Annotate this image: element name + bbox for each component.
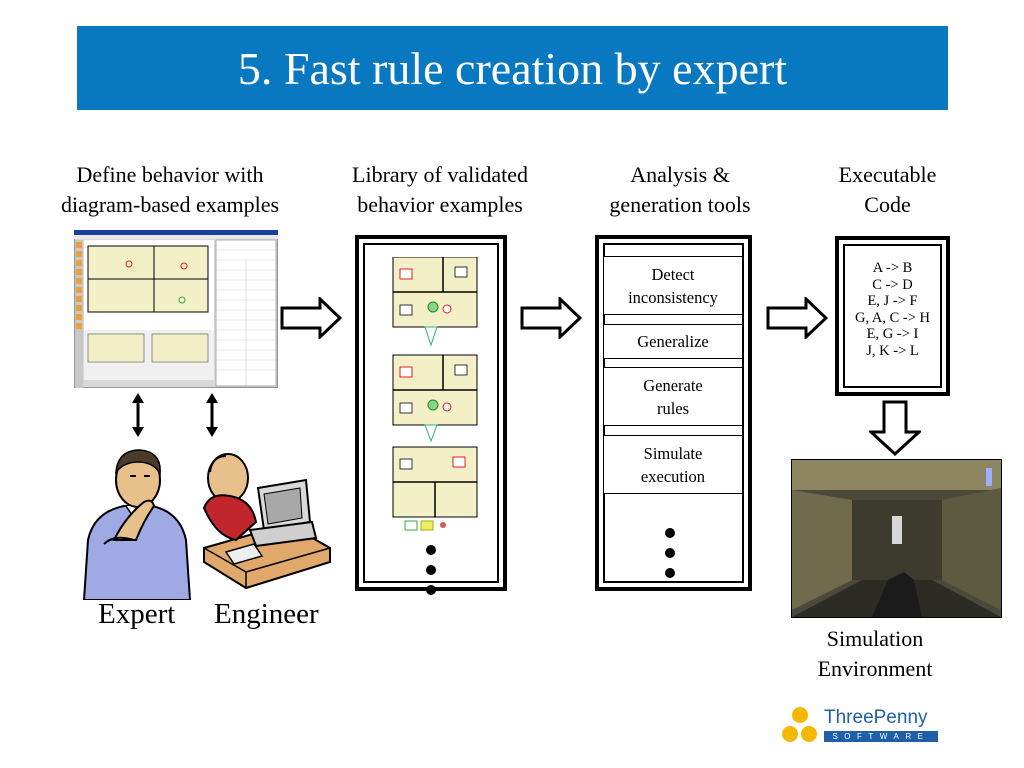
analysis-heading-line2: generation tools xyxy=(609,192,751,217)
engineer-label: Engineer xyxy=(214,598,319,630)
arrow-right-3 xyxy=(766,295,829,341)
define-heading-line2: diagram-based examples xyxy=(60,192,280,217)
logo-name: ThreePenny xyxy=(824,707,928,728)
library-box xyxy=(355,235,507,595)
tool-simulate-line2: execution xyxy=(640,466,706,486)
example-diagram-2 xyxy=(392,354,478,443)
page-title: 5. Fast rule creation by expert xyxy=(237,42,788,94)
library-heading-line1: Library of validated xyxy=(352,162,528,187)
define-heading-line1: Define behavior with xyxy=(76,162,264,187)
code-line: E, J -> F xyxy=(867,293,918,309)
tool-generate-line1: Generate xyxy=(643,375,703,395)
tool-generalize: Generalize xyxy=(603,324,743,359)
analysis-heading-line1: Analysis & xyxy=(630,162,730,187)
arrow-down xyxy=(867,400,923,457)
tool-detect-line1: Detect xyxy=(651,264,695,284)
library-more-dots xyxy=(425,545,437,605)
simulation-label: Simulation Environment xyxy=(790,624,960,684)
define-heading: Define behavior with diagram-based examp… xyxy=(30,160,310,220)
simulation-label-line2: Environment xyxy=(817,656,933,681)
engineer-figure xyxy=(196,448,334,598)
code-line: A -> B xyxy=(872,260,913,276)
example-diagram-3 xyxy=(392,446,478,531)
code-line: J, K -> L xyxy=(866,342,919,359)
logo-subtitle: SOFTWARE xyxy=(824,731,938,742)
expert-double-arrow xyxy=(128,393,148,437)
executable-heading: Executable Code xyxy=(800,160,975,220)
expert-figure xyxy=(74,440,198,601)
tool-generate-rules: Generate rules xyxy=(603,367,743,426)
expert-label: Expert xyxy=(98,598,176,630)
executable-heading-line2: Code xyxy=(864,192,911,217)
engineer-double-arrow xyxy=(202,393,222,437)
executable-heading-line1: Executable xyxy=(838,162,937,187)
tool-simulate-execution: Simulate execution xyxy=(603,435,743,494)
tool-simulate-line1: Simulate xyxy=(643,443,703,463)
analysis-more-dots xyxy=(664,528,676,588)
analysis-heading: Analysis & generation tools xyxy=(580,160,780,220)
arrow-right-1 xyxy=(280,295,343,341)
example-diagram-1 xyxy=(392,257,478,347)
simulation-label-line1: Simulation xyxy=(826,626,924,651)
logo-dots-icon xyxy=(780,705,820,745)
tool-detect-inconsistency: Detect inconsistency xyxy=(603,256,743,315)
code-line: G, A, C -> H xyxy=(854,309,931,326)
tool-generalize-label: Generalize xyxy=(637,332,709,351)
simulation-screenshot xyxy=(791,459,1002,618)
tool-detect-line2: inconsistency xyxy=(628,287,718,307)
editor-screenshot xyxy=(73,229,279,389)
library-heading: Library of validated behavior examples xyxy=(310,160,570,220)
code-line: C -> D xyxy=(872,276,913,293)
code-list: A -> B C -> D E, J -> F G, A, C -> H E, … xyxy=(839,260,946,359)
code-box: A -> B C -> D E, J -> F G, A, C -> H E, … xyxy=(835,236,950,396)
library-heading-line2: behavior examples xyxy=(357,192,523,217)
code-line: E, G -> I xyxy=(866,326,919,342)
title-bar: 5. Fast rule creation by expert xyxy=(77,26,948,110)
arrow-right-2 xyxy=(520,295,583,341)
tool-generate-line2: rules xyxy=(656,398,690,418)
